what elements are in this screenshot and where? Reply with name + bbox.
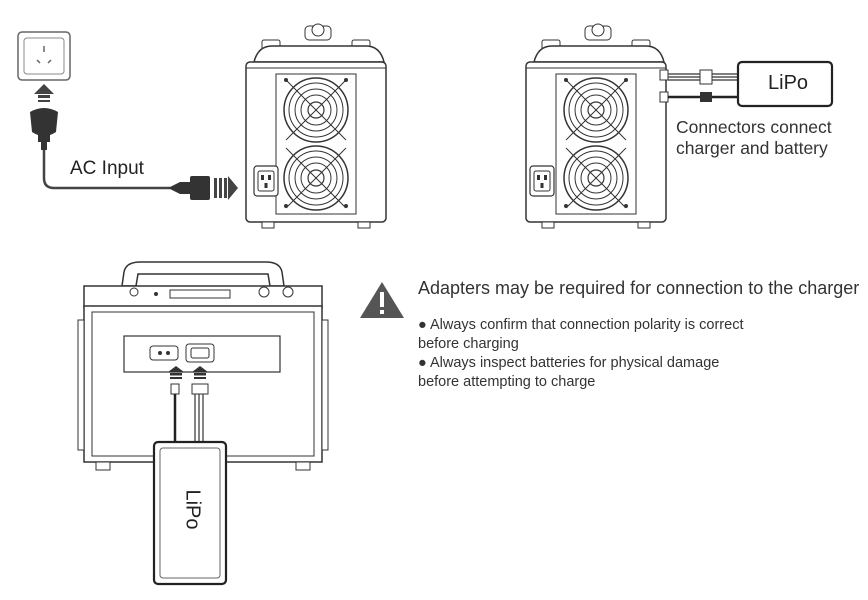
warning-notes: ● Always confirm that connection polarit… bbox=[418, 316, 848, 392]
lipo-label-bottom: LiPo bbox=[181, 489, 204, 530]
iec-plug-icon bbox=[168, 176, 238, 200]
lipo-battery-right bbox=[736, 60, 834, 108]
adapter-warning-title: Adapters may be required for connection … bbox=[418, 278, 860, 298]
up-arrow-icon-right bbox=[192, 366, 208, 372]
warning-note-2: ● Always inspect batteries for physical … bbox=[418, 355, 720, 390]
connectors-note: Connectors connect charger and battery bbox=[676, 117, 832, 158]
ac-plug-icon bbox=[30, 108, 58, 150]
lipo-label-right: LiPo bbox=[768, 72, 809, 94]
charger-rear-view-2 bbox=[525, 23, 669, 229]
lipo-battery-bottom bbox=[152, 440, 228, 586]
warning-note-1: ● Always confirm that connection polarit… bbox=[418, 317, 744, 352]
up-arrow-icon bbox=[34, 84, 54, 102]
charger-rear-view-1 bbox=[245, 23, 387, 229]
up-arrow-icon-left bbox=[168, 366, 184, 372]
balance-and-power-cables bbox=[668, 69, 738, 102]
ac-input-label: AC Input bbox=[70, 158, 144, 179]
wall-socket-icon bbox=[17, 31, 71, 81]
ac-cable bbox=[42, 150, 170, 190]
warning-icon bbox=[360, 282, 404, 318]
